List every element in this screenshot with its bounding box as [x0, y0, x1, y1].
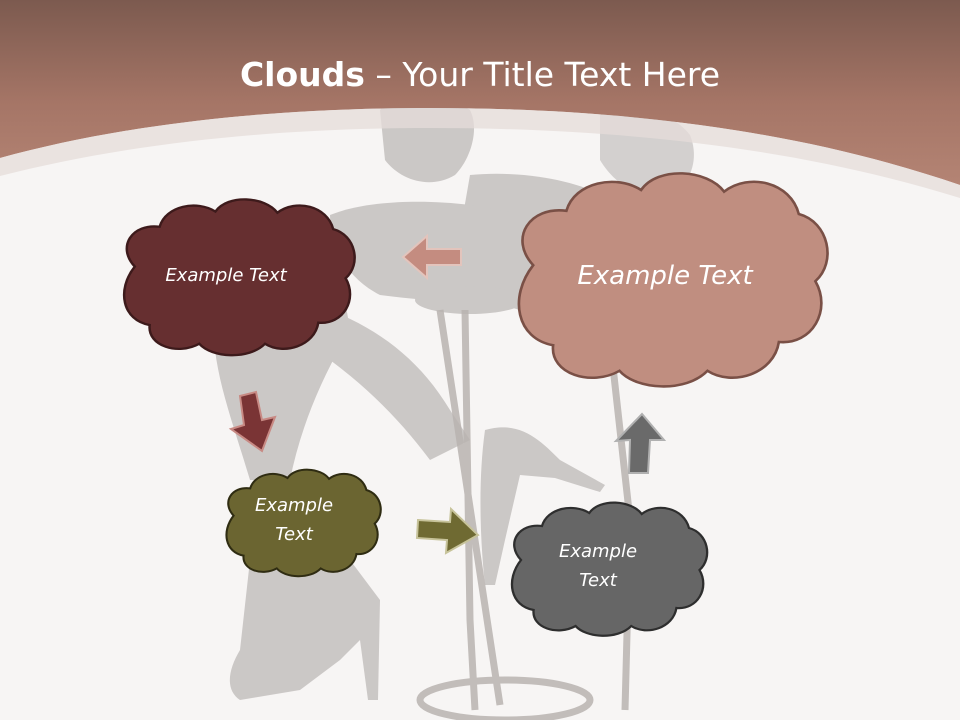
arrow-right-icon	[415, 506, 480, 555]
title-bold: Clouds	[239, 55, 365, 94]
cloud-rose-label: Example Text	[540, 248, 790, 304]
cloud-olive-text: Example Text	[254, 495, 334, 545]
title-rest: Your Title Text Here	[402, 55, 721, 94]
cloud-dark-red-text: Example Text	[165, 265, 287, 286]
cloud-gray-text: Example Text	[558, 541, 638, 591]
cloud-olive-label: Example Text	[236, 488, 352, 552]
slide-title: Clouds – Your Title Text Here	[0, 52, 960, 98]
title-dash: –	[375, 55, 392, 94]
cloud-gray-label: Example Text	[540, 534, 656, 598]
cloud-dark-red-label: Example Text	[140, 248, 312, 304]
arrow-left-icon	[401, 233, 462, 281]
arrow-down-icon	[228, 390, 277, 453]
arrow-up-icon	[613, 412, 667, 474]
cloud-rose-text: Example Text	[577, 261, 753, 291]
